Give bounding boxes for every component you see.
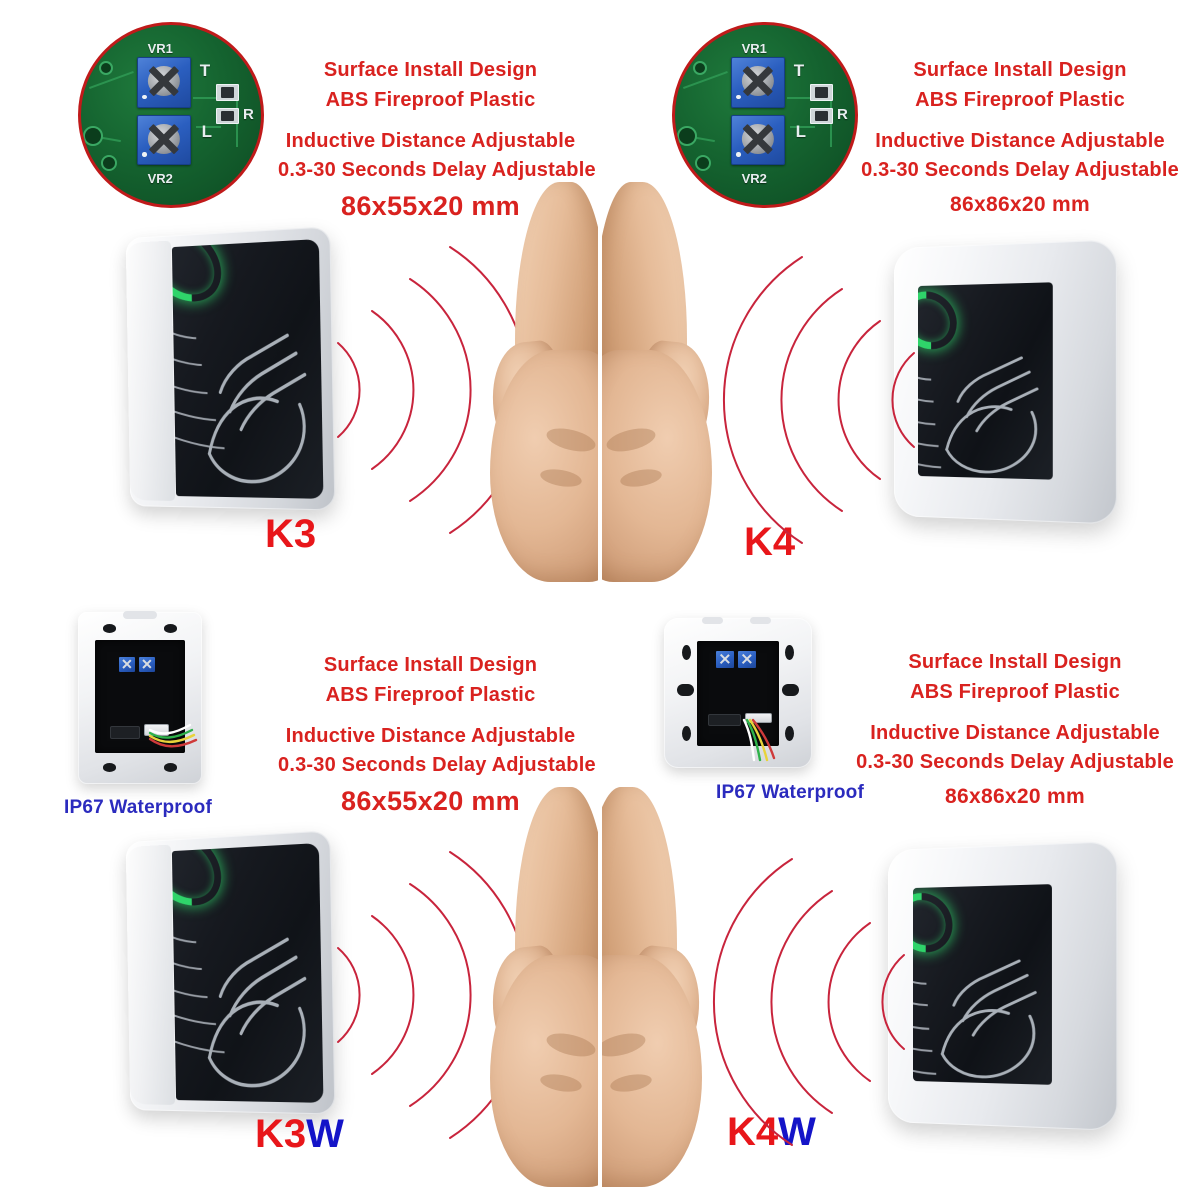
potentiometer-vr2 xyxy=(138,656,155,673)
potentiometer-vr1 xyxy=(136,57,191,108)
potentiometer-vr2 xyxy=(738,651,756,668)
spec-text-block: Surface Install Design ABS Fireproof Pla… xyxy=(278,55,596,227)
model-label-k4w: K4W xyxy=(727,1110,816,1155)
model-label-red: K4 xyxy=(727,1110,779,1154)
pcb-silk-r: R xyxy=(243,106,254,123)
wire-harness xyxy=(148,723,198,748)
model-label-red: K3 xyxy=(255,1112,307,1156)
reader-device-k3w xyxy=(125,830,336,1115)
spec-line-4: 0.3-30 Seconds Delay Adjustable xyxy=(856,751,1174,773)
spec-text-block: Surface Install Design ABS Fireproof Pla… xyxy=(860,55,1180,225)
quadrant-bottom-left: IP67 Waterproof Surface Install Design A… xyxy=(0,602,598,1200)
signal-arcs xyxy=(722,235,922,565)
cable-notch xyxy=(122,611,158,619)
back-plate-k3w xyxy=(78,611,202,784)
pcb-silk-vr2: VR2 xyxy=(147,170,173,186)
spec-text-block: Surface Install Design ABS Fireproof Pla… xyxy=(278,650,596,822)
spec-line-3: Inductive Distance Adjustable xyxy=(875,130,1165,152)
reader-device-k3 xyxy=(125,226,336,511)
model-label-red: K3 xyxy=(265,512,317,556)
ip67-waterproof-label: IP67 Waterproof xyxy=(64,797,212,818)
dimensions-label: 86x86x20 mm xyxy=(950,193,1090,216)
spec-line-1: Surface Install Design xyxy=(323,59,538,81)
pcb-silk-l: L xyxy=(795,122,806,142)
spec-line-3: Inductive Distance Adjustable xyxy=(870,722,1160,744)
wire-connector xyxy=(745,712,773,723)
pcb-silk-r: R xyxy=(837,106,848,123)
smd-resistor-bottom xyxy=(216,107,240,124)
pcb-silk-t: T xyxy=(199,61,211,80)
spec-line-3: Inductive Distance Adjustable xyxy=(285,725,576,747)
reader-panel-k4 xyxy=(917,281,1053,480)
ip67-waterproof-label: IP67 Waterproof xyxy=(716,782,864,803)
quadrant-top-left: VR1 T L VR2 R Surface Install Design ABS… xyxy=(0,0,598,598)
hand-photo xyxy=(602,787,706,1187)
smd-resistor-bottom xyxy=(810,107,834,124)
model-label-k3: K3 xyxy=(265,512,316,557)
back-plate-k4w xyxy=(664,617,812,768)
pcb-adjustment-circle: VR1 T L VR2 R xyxy=(78,22,264,208)
pcb-adjustment-circle: VR1 T L VR2 R xyxy=(672,22,858,208)
quadrant-bottom-right: IP67 Waterproof Surface Install Design A… xyxy=(602,602,1200,1200)
reader-panel-k3w xyxy=(171,843,324,1104)
signal-arcs xyxy=(330,225,530,555)
cable-notch-right xyxy=(749,617,771,624)
hand-photo xyxy=(486,787,598,1187)
dimensions-label: 86x55x20 mm xyxy=(341,191,520,221)
spec-text-block: Surface Install Design ABS Fireproof Pla… xyxy=(850,647,1180,817)
model-label-k3w: K3W xyxy=(255,1112,344,1157)
model-label-blue: W xyxy=(778,1110,816,1154)
pcb-silk-vr2: VR2 xyxy=(741,170,767,186)
spec-line-4: 0.3-30 Seconds Delay Adjustable xyxy=(278,754,596,776)
dimensions-label: 86x86x20 mm xyxy=(945,785,1085,808)
spec-line-2: ABS Fireproof Plastic xyxy=(325,89,536,111)
reader-panel-k3 xyxy=(171,239,324,500)
spec-line-1: Surface Install Design xyxy=(323,654,538,676)
spec-line-3: Inductive Distance Adjustable xyxy=(285,130,576,152)
potentiometer-vr2 xyxy=(730,115,785,166)
pcb-silk-l: L xyxy=(201,122,212,142)
model-label-red: K4 xyxy=(744,520,796,564)
wire-harness xyxy=(742,718,776,762)
hand-outline-icon xyxy=(926,349,1053,479)
potentiometer-vr1 xyxy=(730,57,785,108)
pcb-silk-t: T xyxy=(793,61,805,80)
smd-resistor-top xyxy=(216,84,240,101)
reader-device-k4 xyxy=(894,239,1117,525)
potentiometer-vr2 xyxy=(136,115,191,166)
potentiometer-vr1 xyxy=(715,651,734,668)
spec-line-2: ABS Fireproof Plastic xyxy=(915,89,1125,111)
pcb-silk-vr1: VR1 xyxy=(147,41,173,57)
spec-line-2: ABS Fireproof Plastic xyxy=(325,684,536,706)
dimensions-label: 86x55x20 mm xyxy=(341,786,520,816)
cable-notch-left xyxy=(702,617,724,624)
hand-outline-icon xyxy=(921,953,1052,1086)
model-label-k4: K4 xyxy=(744,520,795,565)
reader-device-k4w xyxy=(888,841,1118,1131)
spec-line-1: Surface Install Design xyxy=(913,59,1127,81)
model-label-blue: W xyxy=(306,1112,344,1156)
quadrant-divider-horizontal xyxy=(0,598,1200,602)
hand-outline-icon xyxy=(185,325,324,492)
reader-panel-k4w xyxy=(912,884,1052,1086)
smd-resistor-top xyxy=(810,84,834,101)
spec-line-1: Surface Install Design xyxy=(908,651,1122,673)
spec-line-4: 0.3-30 Seconds Delay Adjustable xyxy=(861,159,1179,181)
signal-arcs xyxy=(330,830,530,1160)
hand-photo xyxy=(486,182,598,582)
potentiometer-vr1 xyxy=(118,656,136,673)
spec-line-2: ABS Fireproof Plastic xyxy=(910,681,1120,703)
hand-outline-icon xyxy=(185,929,324,1096)
signal-arcs xyxy=(712,837,912,1167)
quadrant-top-right: VR1 T L VR2 R Surface Install Design ABS… xyxy=(602,0,1200,598)
pcb-silk-vr1: VR1 xyxy=(741,41,767,57)
hand-photo xyxy=(602,182,716,582)
spec-line-4: 0.3-30 Seconds Delay Adjustable xyxy=(278,159,596,181)
